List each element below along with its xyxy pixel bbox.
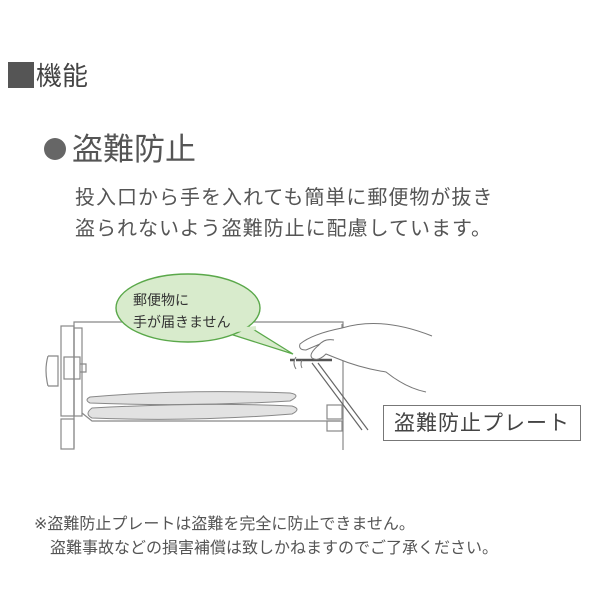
feature-title: 盗難防止 bbox=[72, 132, 196, 168]
lock-icon bbox=[63, 356, 81, 380]
hand-icon bbox=[293, 323, 433, 393]
section-title: 機能 bbox=[36, 62, 89, 92]
bubble-line: 手が届きません bbox=[133, 315, 231, 331]
speech-bubble bbox=[115, 273, 294, 355]
description-line: 投入口から手を入れても簡単に郵便物が抜き bbox=[75, 185, 494, 209]
bubble-line: 郵便物に bbox=[133, 293, 189, 309]
section-heading: 機能 bbox=[8, 56, 88, 93]
feature-heading: 盗難防止 bbox=[44, 124, 196, 169]
plate-label: 盗難防止プレート bbox=[383, 405, 581, 441]
disclaimer-note: ※盗難防止プレートは盗難を完全に防止できません。 bbox=[34, 514, 415, 533]
mail-items bbox=[86, 391, 298, 420]
square-bullet-icon bbox=[8, 62, 34, 88]
disclaimer-note: 盗難事故などの損害補償は致しかねますのでご了承ください。 bbox=[50, 538, 499, 557]
circle-bullet-icon bbox=[44, 138, 66, 160]
description-line: 盗られないよう盗難防止に配慮しています。 bbox=[75, 216, 492, 240]
